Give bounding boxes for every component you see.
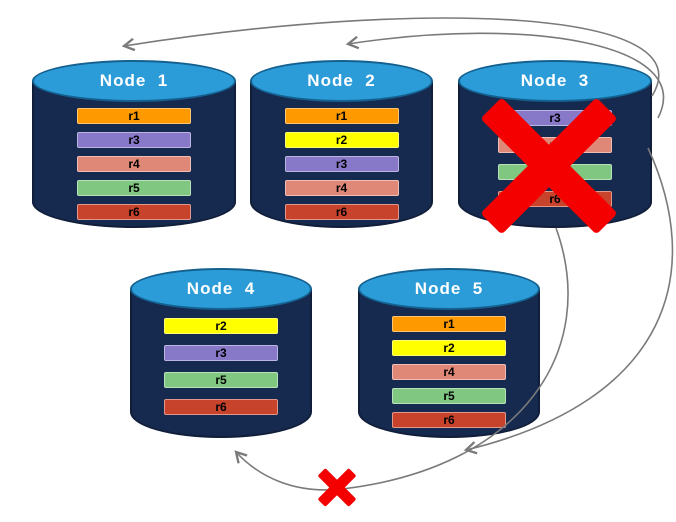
replica-bar: r6: [392, 412, 506, 428]
replica-bar: r1: [77, 108, 191, 124]
node-3: Node 3 r3 r4 r5 r6: [458, 60, 652, 228]
replica-bar: r6: [498, 191, 612, 207]
node-3-title: Node 3: [520, 71, 590, 90]
node-1-title: Node 1: [99, 71, 169, 90]
replica-bar: r4: [498, 137, 612, 153]
replica-bar: r5: [77, 180, 191, 196]
node-4-title: Node 4: [186, 279, 256, 298]
replica-bar: r1: [392, 316, 506, 332]
x-stroke: [317, 468, 357, 507]
replica-bar: r6: [164, 399, 278, 415]
replica-bar: r5: [392, 388, 506, 404]
replica-bar: r2: [392, 340, 506, 356]
replica-bar: r5: [164, 372, 278, 388]
node-1-replica-list: r1 r3 r4 r5 r6: [32, 108, 236, 220]
node-2-replica-list: r1 r2 r3 r4 r6: [250, 108, 433, 220]
x-stroke: [317, 468, 357, 507]
node-4-replica-list: r2 r3 r5 r6: [130, 318, 312, 415]
node-1-header: Node 1: [32, 60, 236, 102]
node-1: Node 1 r1 r3 r4 r5 r6: [32, 60, 236, 228]
node-5-replica-list: r1 r2 r4 r5 r6: [358, 316, 540, 428]
replica-bar: r5: [498, 164, 612, 180]
node-2: Node 2 r1 r2 r3 r4 r6: [250, 60, 433, 228]
replica-bar: r1: [284, 108, 399, 124]
node-1-cylinder-body: [32, 81, 236, 228]
replica-bar: r3: [284, 156, 399, 172]
replica-bar: r4: [77, 156, 191, 172]
node-5-title: Node 5: [414, 279, 484, 298]
node-2-title: Node 2: [307, 71, 376, 90]
replica-bar: r6: [77, 204, 191, 220]
replica-bar: r6: [284, 204, 399, 220]
replica-bar: r3: [77, 132, 191, 148]
node-3-replica-list: r3 r4 r5 r6: [458, 110, 652, 207]
node-5: Node 5 r1 r2 r4 r5 r6: [358, 268, 540, 438]
replica-bar: r2: [164, 318, 278, 334]
node-3-header: Node 3: [458, 60, 652, 102]
replica-bar: r4: [284, 180, 399, 196]
replica-bar: r3: [164, 345, 278, 361]
replica-bar: r2: [284, 132, 399, 148]
replica-bar: r3: [498, 110, 612, 126]
node-5-header: Node 5: [358, 268, 540, 310]
replica-bar: r4: [392, 364, 506, 380]
broken-link-x-icon: [315, 465, 359, 509]
node-4: Node 4 r2 r3 r5 r6: [130, 268, 312, 438]
node-4-header: Node 4: [130, 268, 312, 310]
node-2-header: Node 2: [250, 60, 433, 102]
